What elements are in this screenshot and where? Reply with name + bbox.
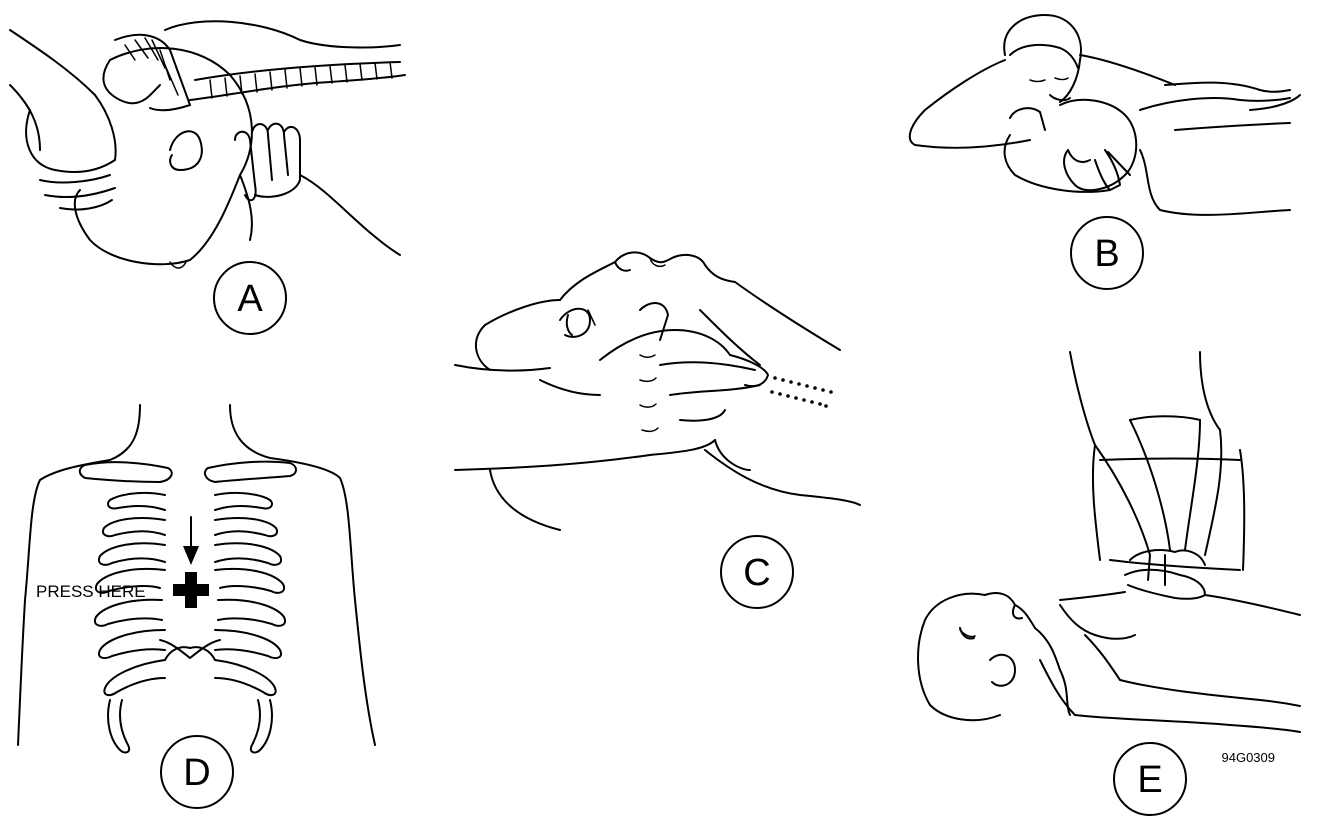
panel-d-letter: D [183, 752, 210, 794]
panel-b: B [910, 15, 1300, 289]
panel-e: 94G0309 E [918, 352, 1300, 815]
chest-compression-cross-icon [173, 572, 209, 608]
figure-code: 94G0309 [1222, 750, 1276, 765]
panel-b-letter: B [1094, 233, 1119, 275]
panel-d: PRESS HERE D [18, 405, 375, 808]
press-here-label: PRESS HERE [36, 582, 146, 601]
panel-a-illustration [10, 21, 405, 268]
down-arrow-icon [183, 517, 199, 565]
panel-c-illustration [455, 252, 860, 530]
panel-e-illustration [918, 352, 1300, 732]
panel-e-letter: E [1137, 759, 1162, 801]
panel-a-letter: A [237, 278, 263, 320]
panel-b-illustration [910, 15, 1300, 215]
panel-c: C [455, 252, 860, 608]
panel-a: A [10, 21, 405, 334]
dotted-airflow-icon [770, 376, 833, 408]
panel-c-letter: C [743, 552, 770, 594]
panel-d-illustration [18, 405, 375, 752]
